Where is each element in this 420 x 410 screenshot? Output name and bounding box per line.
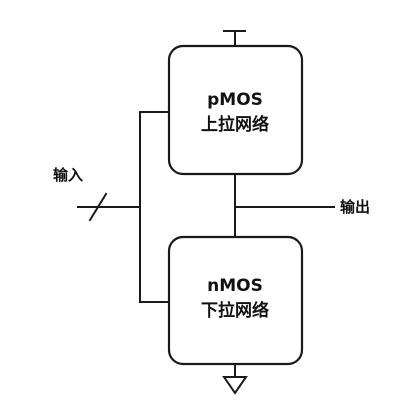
output-label: 输出 [340,198,370,216]
pull-up-network-box [167,44,304,176]
pull-up-name-label: 上拉网络 [201,114,269,135]
input-bus [77,111,170,303]
bus-slash-icon [88,192,108,222]
vdd-supply-icon [223,30,246,47]
pull-down-name-label: 下拉网络 [201,300,269,321]
ground-icon [222,363,248,395]
pull-down-type-label: nMOS [207,276,263,296]
pull-up-network-block: pMOS 上拉网络 [167,44,304,176]
pull-down-network-block: nMOS 下拉网络 [167,235,304,366]
pull-up-type-label: pMOS [207,90,263,110]
input-label: 输入 [53,166,83,184]
